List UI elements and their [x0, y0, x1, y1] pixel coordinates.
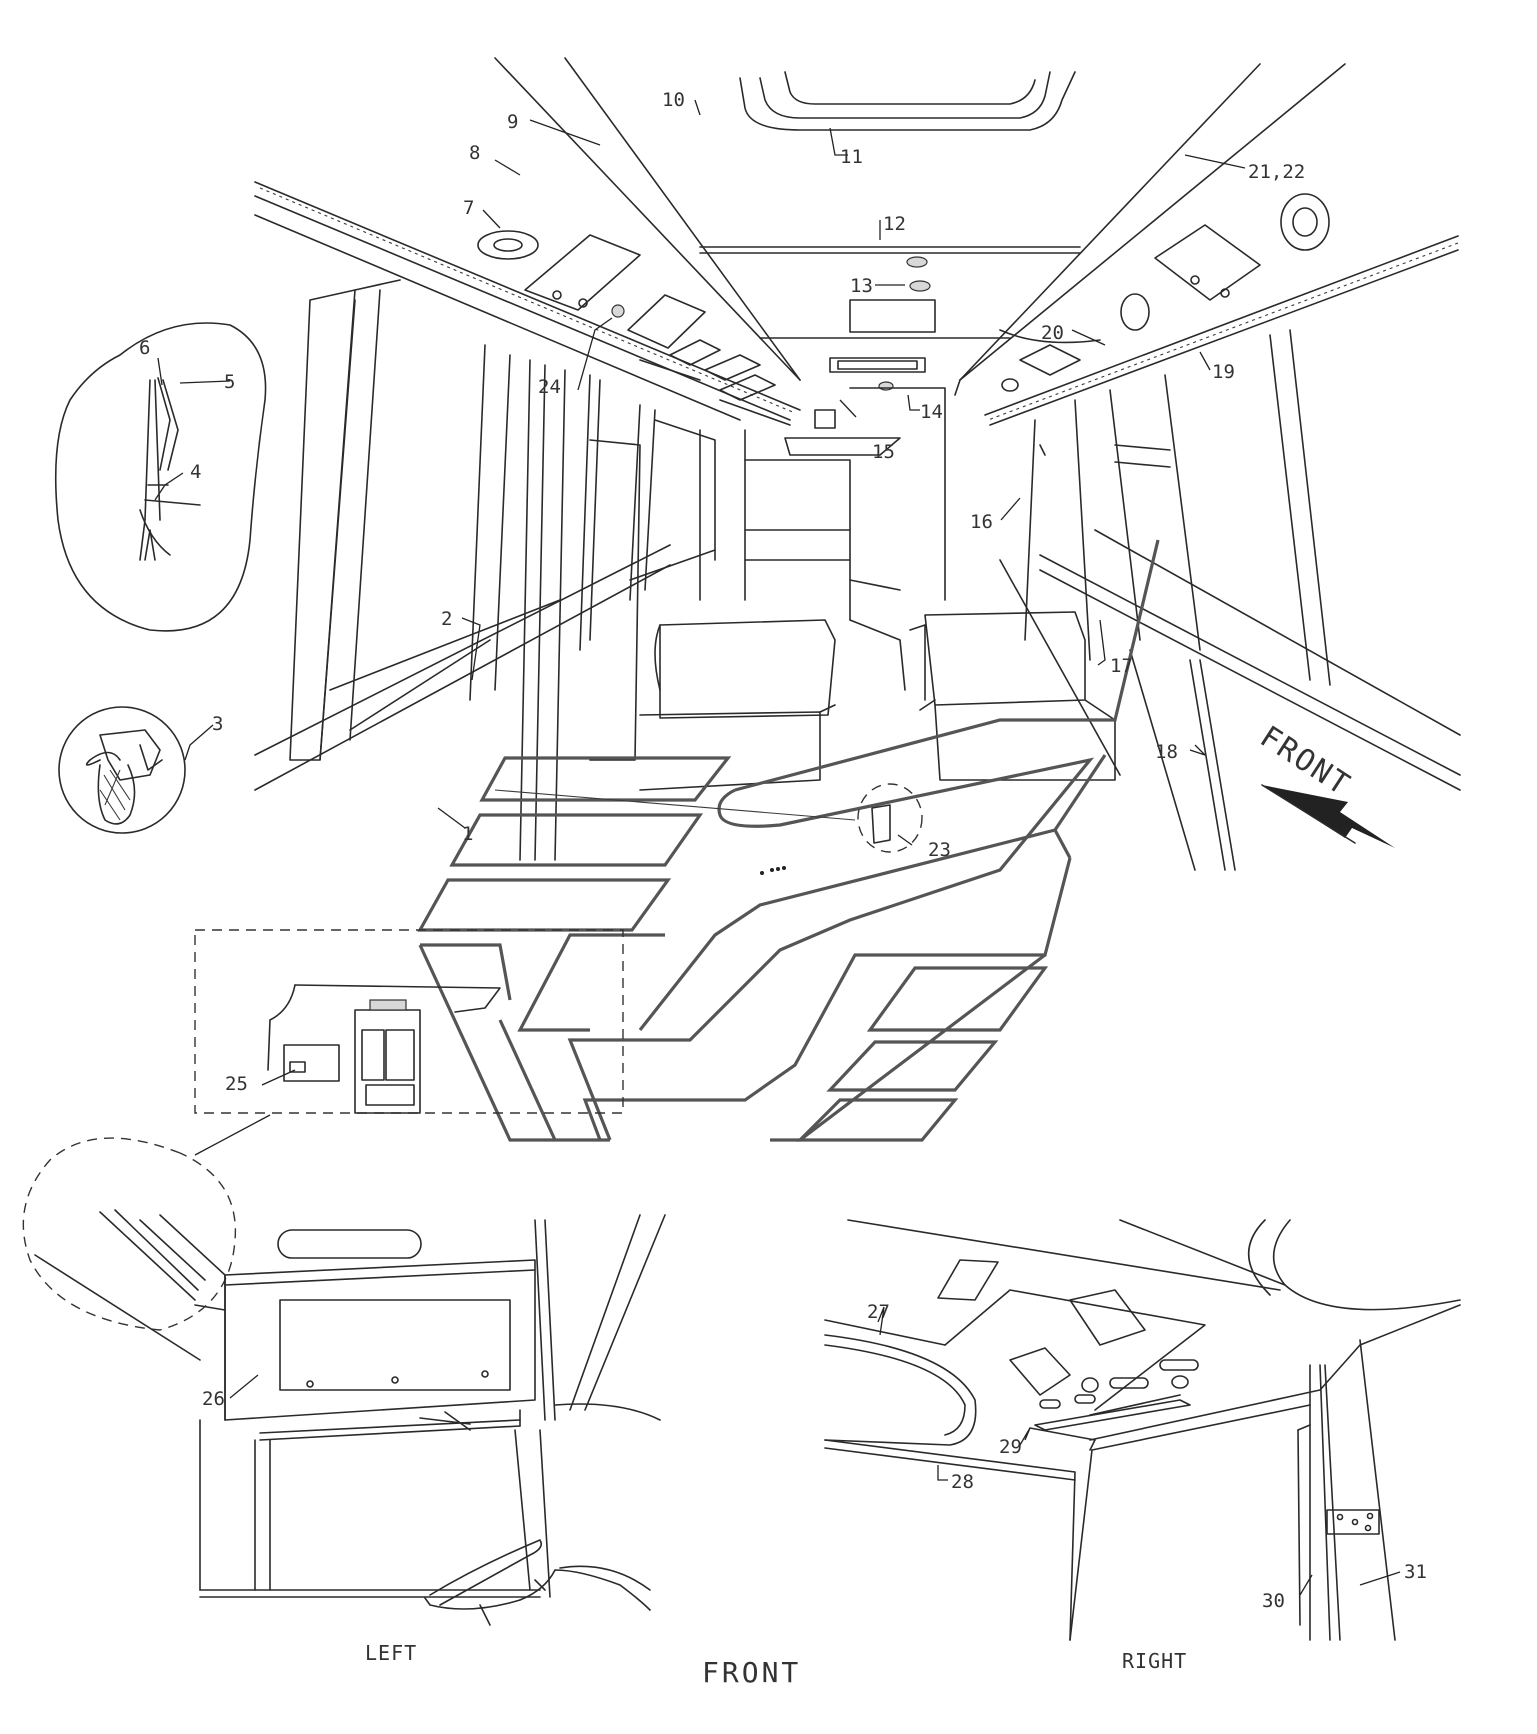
callout-7: 7 — [463, 197, 474, 219]
detail-handle-inset — [58, 706, 186, 834]
callout-leaders — [154, 99, 1246, 1086]
callout-9: 9 — [507, 111, 518, 133]
callout-24: 24 — [538, 376, 561, 398]
speaker-icon — [611, 304, 625, 318]
callout-13: 13 — [850, 275, 873, 297]
callout-21-22: 21,22 — [1248, 161, 1305, 183]
camera-icon — [906, 256, 928, 268]
callout-18: 18 — [1155, 741, 1178, 763]
driver-area-inset — [194, 929, 624, 1156]
callout-12: 12 — [883, 213, 906, 235]
left-view — [22, 1137, 666, 1626]
callout-31: 31 — [1404, 1561, 1427, 1583]
callout-17: 17 — [1110, 655, 1133, 677]
caption-front-view: FRONT — [702, 1656, 801, 1689]
callout-20: 20 — [1041, 322, 1064, 344]
callout-8: 8 — [469, 142, 480, 164]
callout-23: 23 — [928, 839, 951, 861]
callout-30: 30 — [1262, 1590, 1285, 1612]
callout-10: 10 — [662, 89, 685, 111]
camera-icon — [909, 280, 931, 292]
callout-6: 6 — [139, 337, 150, 359]
callout-28: 28 — [951, 1471, 974, 1493]
callout-14: 14 — [920, 401, 943, 423]
caption-left-view: LEFT — [365, 1641, 417, 1665]
front-direction-label: FRONT — [1254, 719, 1357, 803]
callout-25: 25 — [225, 1073, 248, 1095]
right-view — [824, 1219, 1461, 1641]
front-direction-arrow — [1262, 785, 1395, 848]
callout-29: 29 — [999, 1436, 1022, 1458]
callout-15: 15 — [872, 441, 895, 463]
callout-1: 1 — [462, 823, 473, 845]
callout-3: 3 — [212, 713, 223, 735]
callout-4: 4 — [190, 461, 201, 483]
callout-5: 5 — [224, 371, 235, 393]
callout-11: 11 — [840, 146, 863, 168]
detail-strap-inset — [54, 322, 267, 632]
caption-right-view: RIGHT — [1122, 1649, 1187, 1673]
callout-2: 2 — [441, 608, 452, 630]
main-interior-view — [254, 57, 1461, 1142]
callout-16: 16 — [970, 511, 993, 533]
callout-27: 27 — [867, 1301, 890, 1323]
callout-19: 19 — [1212, 361, 1235, 383]
callout-26: 26 — [202, 1388, 225, 1410]
callout-labels: 1 2 3 4 5 6 7 8 9 10 11 12 13 14 15 16 1… — [139, 89, 1427, 1612]
